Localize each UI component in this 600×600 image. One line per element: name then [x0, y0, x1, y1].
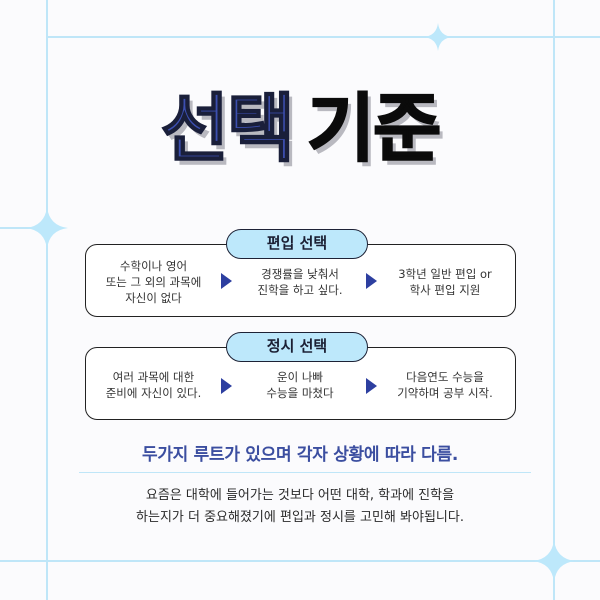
sparkle-icon: [424, 23, 452, 51]
frame-left-stub-line: [0, 227, 47, 229]
sparkle-icon: [26, 207, 68, 249]
triangle-right-icon: [221, 273, 232, 289]
frame-right-line: [553, 0, 555, 600]
triangle-right-icon: [366, 378, 377, 394]
frame-top-line: [47, 36, 600, 38]
divider: [79, 472, 531, 473]
triangle-right-icon: [366, 273, 377, 289]
title-part-2: 기준: [306, 86, 442, 172]
step-text: 수학이나 영어 또는 그 외의 과목에 자신이 없다: [105, 258, 202, 305]
step-text: 경쟁률을 낮춰서 진학을 하고 싶다.: [257, 266, 343, 297]
triangle-right-icon: [221, 378, 232, 394]
step-text: 운이 나빠 수능을 마쳤다: [266, 369, 334, 400]
body-text: 요즘은 대학에 들어가는 것보다 어떤 대학, 학과에 진학을 하는지가 더 중…: [136, 488, 464, 525]
section-label-transfer: 편입 선택: [226, 229, 368, 259]
sparkle-icon: [533, 540, 575, 582]
frame-left-line: [46, 0, 48, 600]
step-text: 다음연도 수능을 기약하며 공부 시작.: [397, 369, 493, 400]
section-label-regular: 정시 선택: [226, 332, 368, 362]
step-text: 3학년 일반 편입 or 학사 편입 지원: [398, 266, 492, 297]
frame-bottom-line: [0, 560, 600, 562]
step-text: 여러 과목에 대한 준비에 자신이 있다.: [105, 369, 202, 400]
title-part-1: 선택: [160, 86, 296, 172]
subheading: 두가지 루트가 있으며 각자 상황에 따라 다름.: [142, 445, 458, 465]
